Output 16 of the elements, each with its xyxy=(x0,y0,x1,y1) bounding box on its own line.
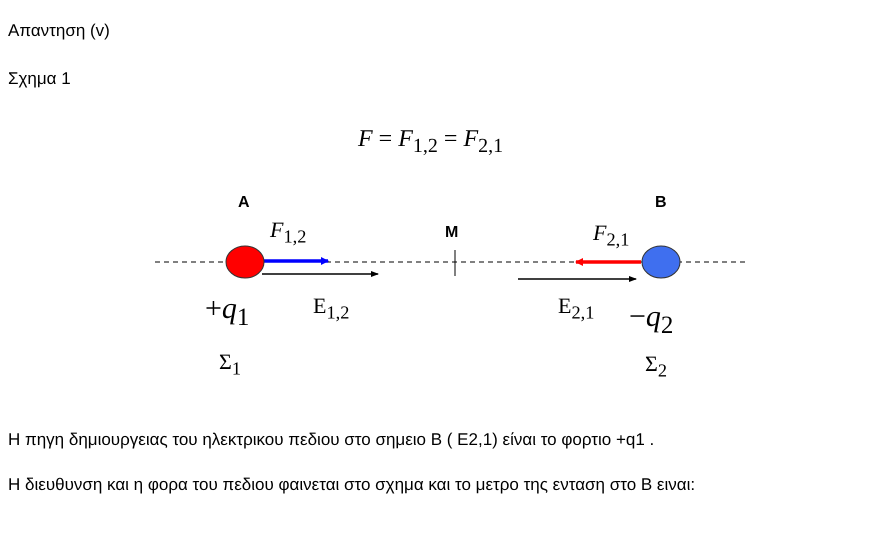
field-label: E$_{2,1}$ xyxy=(558,294,594,323)
force-label: F$_{1,2}$ xyxy=(270,218,306,247)
charge-label: −q$_{2}$ xyxy=(629,300,674,340)
heading-text: Απαντηση (v) xyxy=(8,22,110,41)
body-text: Η διευθυνση και η φορα του πεδιου φαινεται στο σχημα και το μετρο της ενταση στο B ειναι: xyxy=(8,476,696,495)
point-label: M xyxy=(445,224,458,242)
body-text: Η πηγη δημιουργειας του ηλεκτρικου πεδιου στο σημειο B ( E2,1) είναι το φορτιο +q1 . xyxy=(8,431,654,450)
force-label: F$_{2,1}$ xyxy=(593,221,630,250)
formula-text: F = F$_{1,2}$ = F$_{2,1}$ xyxy=(358,126,504,157)
charge-label: +q$_{1}$ xyxy=(205,292,250,332)
point-label: B xyxy=(655,194,667,212)
point-label: A xyxy=(238,194,250,212)
charge-symbol: Σ$_{2}$ xyxy=(645,352,667,381)
figure-title: Σχημα 1 xyxy=(8,70,71,89)
charge-symbol: Σ$_{1}$ xyxy=(219,350,241,379)
field-label: E$_{1,2}$ xyxy=(313,294,350,323)
